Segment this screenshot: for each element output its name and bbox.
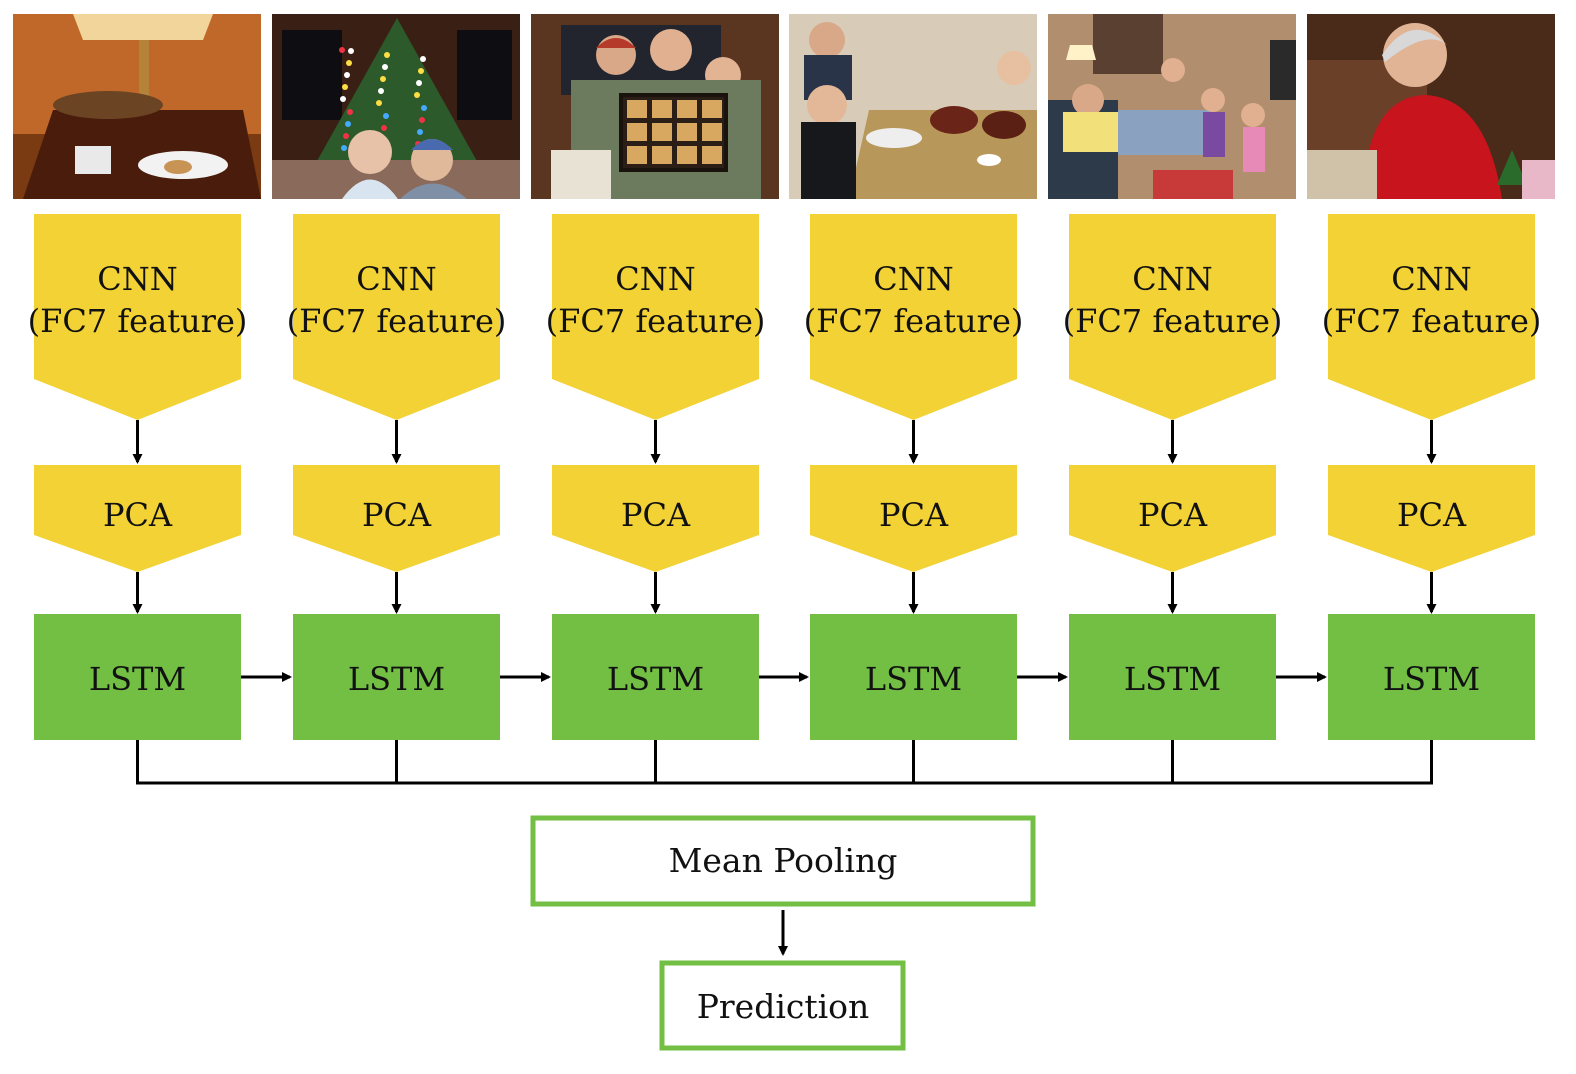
lstm-label: LSTM — [607, 660, 704, 698]
pca-node — [552, 465, 759, 572]
cnn-label: CNN — [1132, 260, 1212, 298]
column-5: CNN (FC7 feature) PCA LSTM — [1063, 214, 1327, 740]
cnn-node — [293, 214, 500, 420]
pca-label: PCA — [1138, 496, 1208, 534]
mean-pooling-node: Mean Pooling — [530, 815, 1036, 907]
lstm-node — [552, 614, 759, 740]
photo-row — [13, 14, 1555, 199]
pipeline-columns: CNN (FC7 feature) PCA LSTM CNN (FC7 feature) P… — [28, 214, 1542, 740]
cnn-node — [810, 214, 1017, 420]
photo-table-lamp — [13, 14, 261, 199]
cnn-sublabel: (FC7 feature) — [1322, 302, 1542, 340]
column-2: CNN (FC7 feature) PCA LSTM — [287, 214, 551, 740]
column-4: CNN (FC7 feature) PCA LSTM — [804, 214, 1068, 740]
column-1: CNN (FC7 feature) PCA LSTM — [28, 214, 292, 740]
table-with-lamp-and-cookies-icon — [13, 14, 261, 199]
pca-node — [34, 465, 241, 572]
lstm-label: LSTM — [348, 660, 445, 698]
prediction-node: Prediction — [659, 960, 906, 1051]
column-6: CNN (FC7 feature) PCA LSTM — [1322, 214, 1542, 740]
cnn-label: CNN — [615, 260, 695, 298]
pca-node — [1069, 465, 1276, 572]
lstm-node — [810, 614, 1017, 740]
cnn-node — [34, 214, 241, 420]
photo-christmas-tree — [272, 14, 520, 199]
lstm-node — [1069, 614, 1276, 740]
pca-node — [1328, 465, 1535, 572]
lstm-label: LSTM — [865, 660, 962, 698]
lstm-node — [1328, 614, 1535, 740]
pca-label: PCA — [1397, 496, 1467, 534]
photo-family-frame — [531, 14, 779, 199]
lstm-label: LSTM — [89, 660, 186, 698]
cnn-label: CNN — [97, 260, 177, 298]
cnn-sublabel: (FC7 feature) — [287, 302, 507, 340]
photo-grandmother — [1307, 14, 1555, 199]
prediction-label: Prediction — [697, 987, 870, 1026]
cnn-sublabel: (FC7 feature) — [546, 302, 766, 340]
pca-label: PCA — [621, 496, 691, 534]
column-3: CNN (FC7 feature) PCA LSTM — [546, 214, 809, 740]
cnn-label: CNN — [1391, 260, 1471, 298]
lstm-label: LSTM — [1383, 660, 1480, 698]
woman-in-red-sweater-icon — [1307, 14, 1555, 199]
cnn-sublabel: (FC7 feature) — [28, 302, 248, 340]
pooling-connector — [136, 740, 1433, 785]
cnn-label: CNN — [356, 260, 436, 298]
mean-pooling-label: Mean Pooling — [669, 841, 898, 880]
cnn-node — [552, 214, 759, 420]
family-holding-photo-frame-icon — [531, 14, 779, 199]
christmas-tree-with-children-icon — [272, 14, 520, 199]
cnn-label: CNN — [873, 260, 953, 298]
group-in-living-room-icon — [1048, 14, 1296, 199]
cnn-node — [1069, 214, 1276, 420]
lstm-node — [34, 614, 241, 740]
lstm-node — [293, 614, 500, 740]
pca-node — [810, 465, 1017, 572]
lstm-label: LSTM — [1124, 660, 1221, 698]
family-at-dinner-table-icon — [789, 14, 1037, 199]
pca-node — [293, 465, 500, 572]
photo-dinner-table — [789, 14, 1037, 199]
pca-label: PCA — [362, 496, 432, 534]
photo-living-room — [1048, 14, 1296, 199]
pca-label: PCA — [103, 496, 173, 534]
cnn-sublabel: (FC7 feature) — [804, 302, 1024, 340]
cnn-node — [1328, 214, 1535, 420]
pca-label: PCA — [879, 496, 949, 534]
cnn-sublabel: (FC7 feature) — [1063, 302, 1283, 340]
